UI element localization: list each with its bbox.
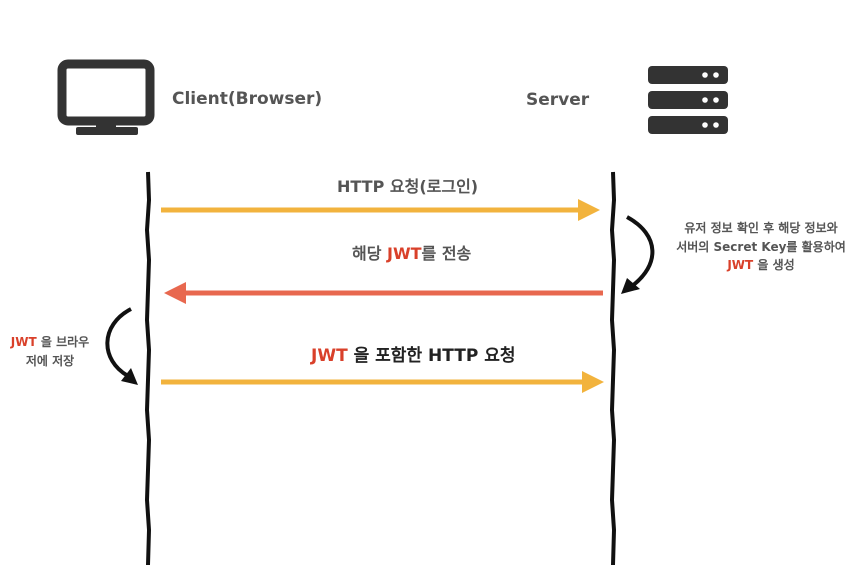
client-note-line1: JWT 을 브라우: [2, 333, 98, 352]
jwt-request-suffix: 을 포함한 HTTP 요청: [347, 346, 516, 366]
server-note-line1: 유저 정보 확인 후 해당 정보와: [684, 221, 838, 235]
jwt-response-prefix: 해당: [352, 244, 388, 263]
jwt-request-label: JWT 을 포함한 HTTP 요청: [311, 346, 515, 367]
jwt-response-label: 해당 JWT를 전송: [352, 244, 471, 264]
client-note-line1-suffix: 을 브라우: [36, 335, 90, 349]
client-lifeline: [144, 171, 152, 566]
server-rack-icon: [648, 66, 728, 134]
client-note: JWT 을 브라우 저에 저장: [2, 333, 98, 370]
jwt-request-highlight: JWT: [311, 346, 348, 366]
server-lifeline: [609, 171, 617, 566]
jwt-response-highlight: JWT: [387, 244, 422, 263]
server-label: Server: [526, 90, 590, 110]
login-request-arrow: [161, 199, 600, 221]
server-curved-arrow: [621, 215, 655, 294]
server-note: 유저 정보 확인 후 해당 정보와 서버의 Secret Key를 활용하여 J…: [668, 219, 854, 275]
client-note-line2: 저에 저장: [25, 353, 75, 368]
client-label: Client(Browser): [172, 89, 323, 109]
server-note-highlight: JWT: [727, 258, 754, 273]
jwt-response-arrow: [164, 282, 603, 304]
client-note-highlight: JWT: [10, 335, 37, 349]
jwt-response-suffix: 를 전송: [421, 244, 472, 263]
server-note-suffix: 을 생성: [753, 258, 795, 273]
server-note-line2: 서버의 Secret Key를 활용하여: [676, 239, 846, 254]
server-note-line3: JWT 을 생성: [668, 256, 854, 275]
monitor-icon: [57, 59, 155, 135]
login-request-label: HTTP 요청(로그인): [337, 177, 479, 196]
jwt-request-arrow: [161, 371, 604, 393]
client-curved-arrow: [105, 307, 138, 385]
